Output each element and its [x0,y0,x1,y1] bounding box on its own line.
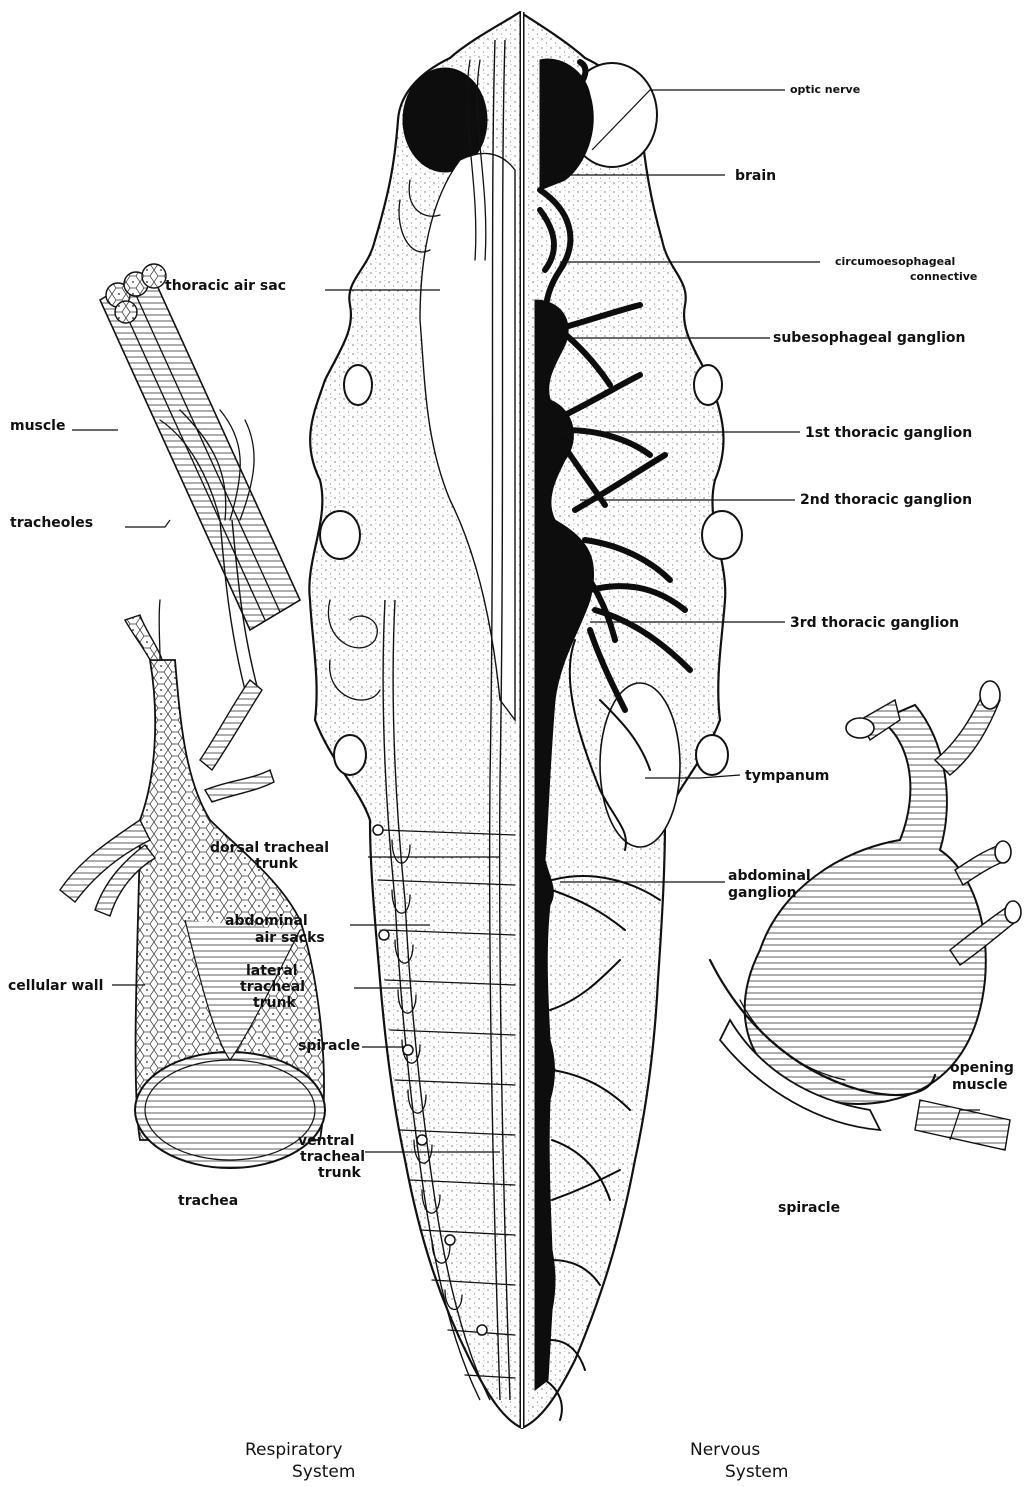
label-ventral: ventral [298,1133,354,1149]
label-muscle: muscle [10,418,65,434]
label-circumoesophageal-2: connective [910,270,977,283]
label-abdominal-ganglion-2: ganglion [728,885,797,901]
label-optic-nerve: optic nerve [790,83,860,96]
label-lateral-tracheal: tracheal [240,979,305,995]
label-muscle-right: muscle [952,1077,1007,1093]
side-spiracle-5 [702,511,742,559]
caption-nervous: Nervous [690,1440,760,1460]
opening-muscle-band [915,1100,1010,1150]
label-lateral-trunk: trunk [253,995,297,1011]
label-2nd-thoracic-ganglion: 2nd thoracic ganglion [800,492,972,508]
label-ventral-tracheal: tracheal [300,1149,365,1165]
label-dorsal-tracheal: dorsal tracheal [210,840,329,856]
side-spiracle-6 [696,735,728,775]
caption-respiratory: Respiratory [245,1440,342,1460]
label-circumoesophageal-1: circumoesophageal [835,255,955,268]
label-trachea: trachea [178,1193,238,1209]
label-ventral-trunk: trunk [318,1165,362,1181]
label-tracheoles: tracheoles [10,515,93,531]
label-thoracic-air-sac: thoracic air sac [165,278,286,294]
label-dorsal-trunk: trunk [255,856,299,872]
label-brain: brain [735,168,776,184]
label-abdominal-ganglion-1: abdominal [728,868,811,884]
label-air-sacks: air sacks [255,930,325,946]
label-abdominal: abdominal [225,913,308,929]
side-spiracle-3 [334,735,366,775]
label-tympanum: tympanum [745,768,829,784]
trachea-cross-section [135,1052,325,1168]
side-spiracle-1 [344,365,372,405]
trachea-illustration [60,600,325,1168]
caption-respiratory-system: System [292,1462,355,1482]
label-opening: opening [950,1060,1014,1076]
label-cellular-wall: cellular wall [8,978,103,994]
label-spiracle-detail: spiracle [778,1200,840,1216]
label-lateral: lateral [246,963,298,979]
side-spiracle-2 [320,511,360,559]
insect-body [309,12,742,1428]
side-spiracle-4 [694,365,722,405]
label-1st-thoracic-ganglion: 1st thoracic ganglion [805,425,972,441]
tympanum-membrane [600,683,680,847]
label-subesophageal-ganglion: subesophageal ganglion [773,330,965,346]
label-3rd-thoracic-ganglion: 3rd thoracic ganglion [790,615,959,631]
caption-nervous-system: System [725,1462,788,1482]
label-spiracle: spiracle [298,1038,360,1054]
